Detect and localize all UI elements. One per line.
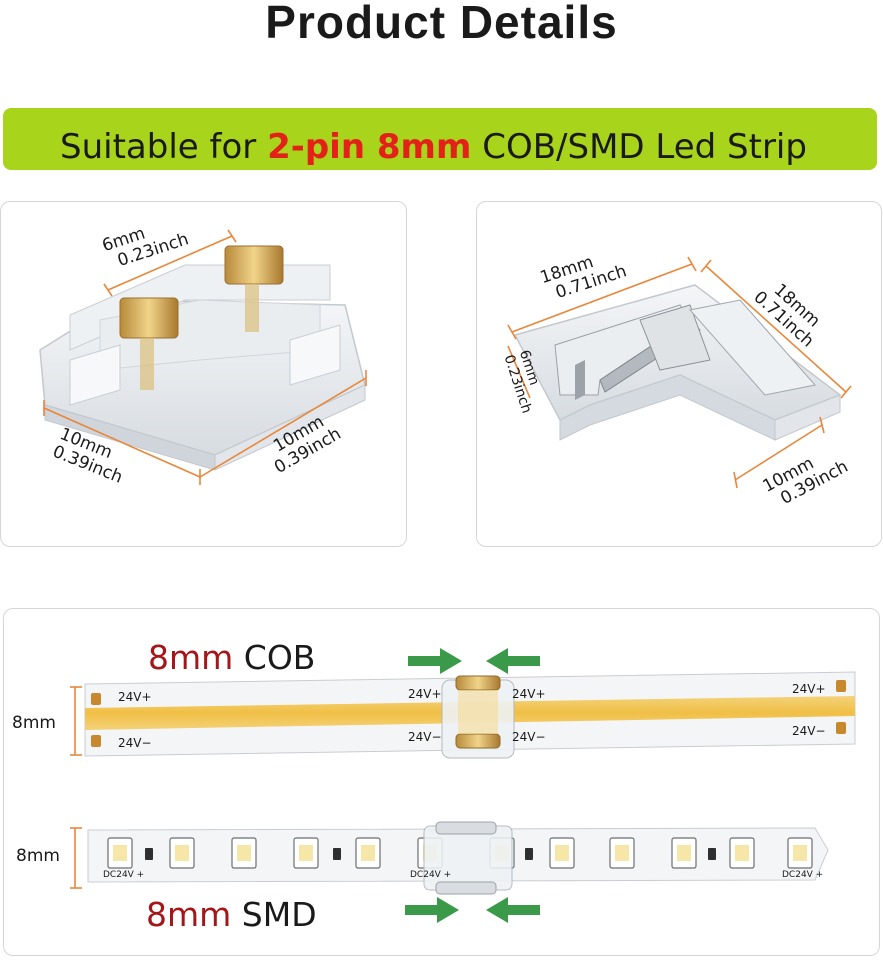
smd-dc-label-left: DC24V +: [103, 870, 145, 880]
banner-suffix: COB/SMD Led Strip: [471, 127, 807, 167]
cob-size: 8mm: [148, 638, 234, 677]
smd-width-label: 8mm: [16, 846, 60, 866]
smd-arrows: [405, 897, 540, 923]
smd-label: 8mm SMD: [146, 897, 317, 933]
compatibility-banner: [3, 108, 877, 170]
banner-highlight: 2-pin 8mm: [267, 127, 472, 167]
smd-strip-image: [87, 821, 829, 895]
cob-pos-label-mid-left: 24V+: [408, 687, 442, 701]
cob-strip-image: [84, 671, 856, 759]
cob-arrows: [408, 648, 540, 674]
cob-width-label: 8mm: [12, 713, 56, 733]
corner-connector-image: [513, 284, 842, 441]
cob-width-bracket: [70, 686, 82, 756]
smd-dc-label-right: DC24V +: [782, 870, 824, 880]
cob-neg-label-mid-right: 24V−: [512, 730, 546, 744]
cob-neg-label-left: 24V−: [118, 736, 152, 750]
cob-neg-label-mid-left: 24V−: [408, 730, 442, 744]
page-title: Product Details: [265, 0, 618, 48]
straight-dimension-lines: [43, 229, 367, 485]
corner-dimension-lines: [507, 256, 852, 489]
cob-label: 8mm COB: [148, 640, 315, 676]
cob-pos-label-left: 24V+: [118, 690, 152, 704]
straight-connector-image: [39, 245, 366, 471]
cob-neg-label-right: 24V−: [792, 724, 826, 738]
smd-type: SMD: [231, 895, 317, 934]
cob-type: COB: [233, 638, 316, 677]
smd-size: 8mm: [146, 895, 232, 934]
cob-pos-label-right: 24V+: [792, 682, 826, 696]
smd-width-bracket: [70, 827, 82, 889]
banner-prefix: Suitable for: [60, 127, 268, 167]
cob-pos-label-mid-right: 24V+: [512, 687, 546, 701]
banner-text: Suitable for 2-pin 8mm COB/SMD Led Strip: [60, 127, 807, 167]
smd-dc-label-mid: DC24V +: [410, 870, 452, 880]
